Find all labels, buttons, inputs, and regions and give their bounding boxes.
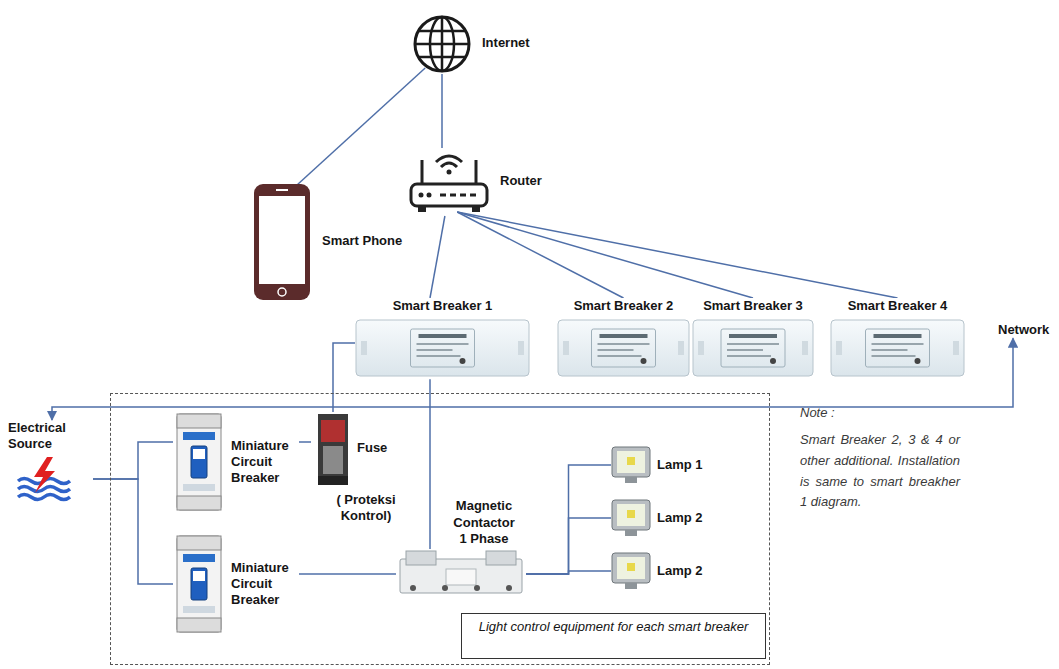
smart-breaker-icon	[557, 317, 690, 379]
connector	[441, 74, 443, 148]
node-label: Smart Phone	[322, 233, 402, 249]
smart-breaker-icon	[355, 317, 530, 379]
mcb-icon	[173, 412, 225, 512]
node-label: Internet	[482, 35, 530, 51]
node-label: Router	[500, 173, 542, 189]
node-breaker: Smart Breaker 3	[692, 298, 814, 379]
caption-box: Light control equipment for each smart b…	[461, 613, 766, 659]
node-row: Miniature Circuit Breaker	[173, 412, 299, 512]
connector	[526, 465, 611, 574]
connector	[93, 479, 173, 584]
globe-icon	[412, 14, 472, 74]
connector	[333, 343, 355, 412]
node-label: Miniature Circuit Breaker	[231, 560, 299, 609]
note-text: Smart Breaker 2, 3 & 4 or other addition…	[800, 430, 960, 513]
node-region: Light control equipment for each smart b…	[110, 393, 770, 665]
connector	[299, 441, 311, 443]
source-label: Electrical Source	[8, 420, 93, 453]
node-text: Network	[998, 322, 1049, 338]
node-contactor: Magnetic Contactor 1 Phase	[396, 549, 526, 599]
node-breaker: Smart Breaker 1	[355, 298, 530, 379]
smart-breaker-icon	[692, 317, 814, 379]
connector	[299, 573, 396, 575]
node-es: Electrical Source	[8, 420, 93, 502]
node-row: Miniature Circuit Breaker	[173, 534, 299, 634]
connector	[429, 379, 431, 549]
node-label: Lamp 2	[657, 563, 703, 579]
breaker-heading: Smart Breaker 2	[572, 298, 676, 317]
node-breaker: Smart Breaker 2	[557, 298, 690, 379]
node-row: Lamp 1	[611, 446, 703, 484]
smart-breaker-icon	[830, 317, 965, 379]
node-sublabel: ( Proteksi Kontrol)	[325, 492, 407, 525]
magnetic-contactor-icon	[396, 549, 526, 599]
node-row: Lamp 2	[611, 552, 703, 590]
connector	[430, 216, 445, 298]
node-label: Magnetic Contactor 1 Phase	[448, 498, 520, 547]
router-icon	[408, 148, 490, 216]
node-fuse: Fuse ( Proteksi Kontrol)	[311, 412, 411, 534]
connector	[457, 212, 623, 298]
node-side: Internet	[412, 14, 472, 74]
connector	[457, 212, 753, 298]
lamp-icon	[611, 552, 651, 590]
note-heading: Note :	[800, 403, 960, 424]
breaker-heading: Smart Breaker 4	[846, 298, 950, 317]
breaker-heading: Smart Breaker 1	[391, 298, 495, 317]
lamp-icon	[611, 446, 651, 484]
lamp-icon	[611, 499, 651, 537]
node-side: Smart Phone	[252, 182, 312, 302]
connector	[93, 442, 173, 479]
node-label: Network	[998, 322, 1049, 338]
node-side: Router	[408, 148, 490, 216]
phone-icon	[252, 182, 312, 302]
mcb-icon	[173, 534, 225, 634]
fuse-icon	[315, 412, 351, 487]
electrical-source-icon	[16, 457, 93, 502]
connector	[526, 571, 611, 574]
breaker-heading: Smart Breaker 3	[701, 298, 805, 317]
node-breaker: Smart Breaker 4	[830, 298, 965, 379]
node-label: Lamp 1	[657, 457, 703, 473]
connector	[526, 518, 611, 574]
node-label: Fuse	[357, 440, 387, 456]
node-label: Miniature Circuit Breaker	[231, 438, 299, 487]
node-row: Lamp 2	[611, 499, 703, 537]
connector	[457, 212, 897, 298]
node-label: Lamp 2	[657, 510, 703, 526]
connector	[297, 68, 425, 185]
